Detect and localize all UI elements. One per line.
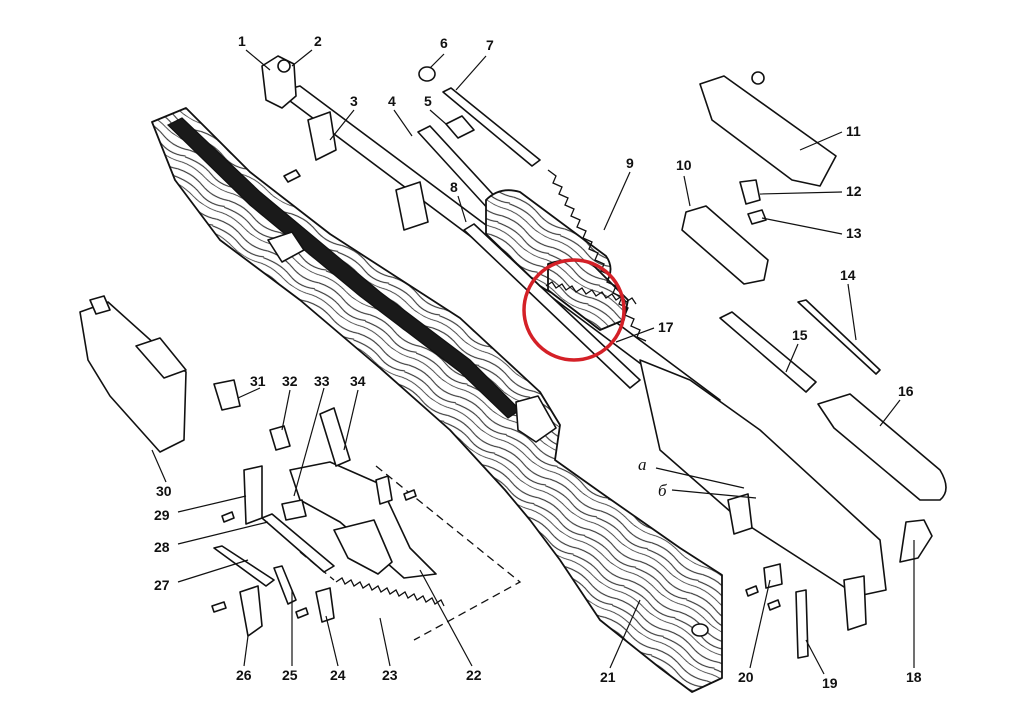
guide-rod — [719, 311, 817, 393]
callout-1: 1 — [238, 33, 246, 49]
callout-b: б — [658, 481, 667, 500]
extractor-pin — [747, 209, 767, 225]
pin-19 — [795, 589, 809, 659]
callout-19: 19 — [822, 675, 838, 691]
bolt-carrier — [699, 71, 837, 187]
callout-20: 20 — [738, 669, 754, 685]
callout-17: 17 — [658, 319, 674, 335]
callout-7: 7 — [486, 37, 494, 53]
callout-22: 22 — [466, 667, 482, 683]
magazine — [79, 295, 187, 453]
hammer-spring — [335, 577, 445, 607]
callout-a: а — [638, 455, 647, 474]
callout-16: 16 — [898, 383, 914, 399]
callout-31: 31 — [250, 373, 266, 389]
callout-10: 10 — [676, 157, 692, 173]
callout-28: 28 — [154, 539, 170, 555]
callout-32: 32 — [282, 373, 298, 389]
pin-20 — [763, 563, 783, 589]
callout-6: 6 — [440, 35, 448, 51]
callout-15: 15 — [792, 327, 808, 343]
callout-26: 26 — [236, 667, 252, 683]
stock — [151, 107, 723, 693]
callout-3: 3 — [350, 93, 358, 109]
callout-34: 34 — [350, 373, 366, 389]
highlight-circle — [522, 258, 626, 362]
callout-21: 21 — [600, 669, 616, 685]
extractor — [739, 179, 761, 205]
callout-14: 14 — [840, 267, 856, 283]
receiver-cover — [817, 393, 947, 501]
callout-5: 5 — [424, 93, 432, 109]
assembly-outline — [299, 465, 522, 641]
callout-2: 2 — [314, 33, 322, 49]
callout-30: 30 — [156, 483, 172, 499]
callout-labels: 1 2 3 4 5 6 7 8 9 10 11 12 13 14 15 16 1… — [154, 33, 922, 691]
trigger-group — [213, 379, 437, 637]
callout-27: 27 — [154, 577, 170, 593]
callout-8: 8 — [450, 179, 458, 195]
small-pins — [211, 169, 781, 619]
receiver — [639, 359, 887, 631]
callout-13: 13 — [846, 225, 862, 241]
callout-11: 11 — [846, 123, 861, 139]
firing-pin — [797, 299, 881, 375]
leader-lines — [151, 49, 915, 675]
takedown-latch — [899, 519, 933, 563]
callout-25: 25 — [282, 667, 298, 683]
callout-24: 24 — [330, 667, 346, 683]
callout-18: 18 — [906, 669, 922, 685]
callout-23: 23 — [382, 667, 398, 683]
callout-4: 4 — [388, 93, 396, 109]
callout-33: 33 — [314, 373, 330, 389]
callout-29: 29 — [154, 507, 170, 523]
bolt — [681, 205, 769, 285]
callout-9: 9 — [626, 155, 634, 171]
callout-12: 12 — [846, 183, 862, 199]
